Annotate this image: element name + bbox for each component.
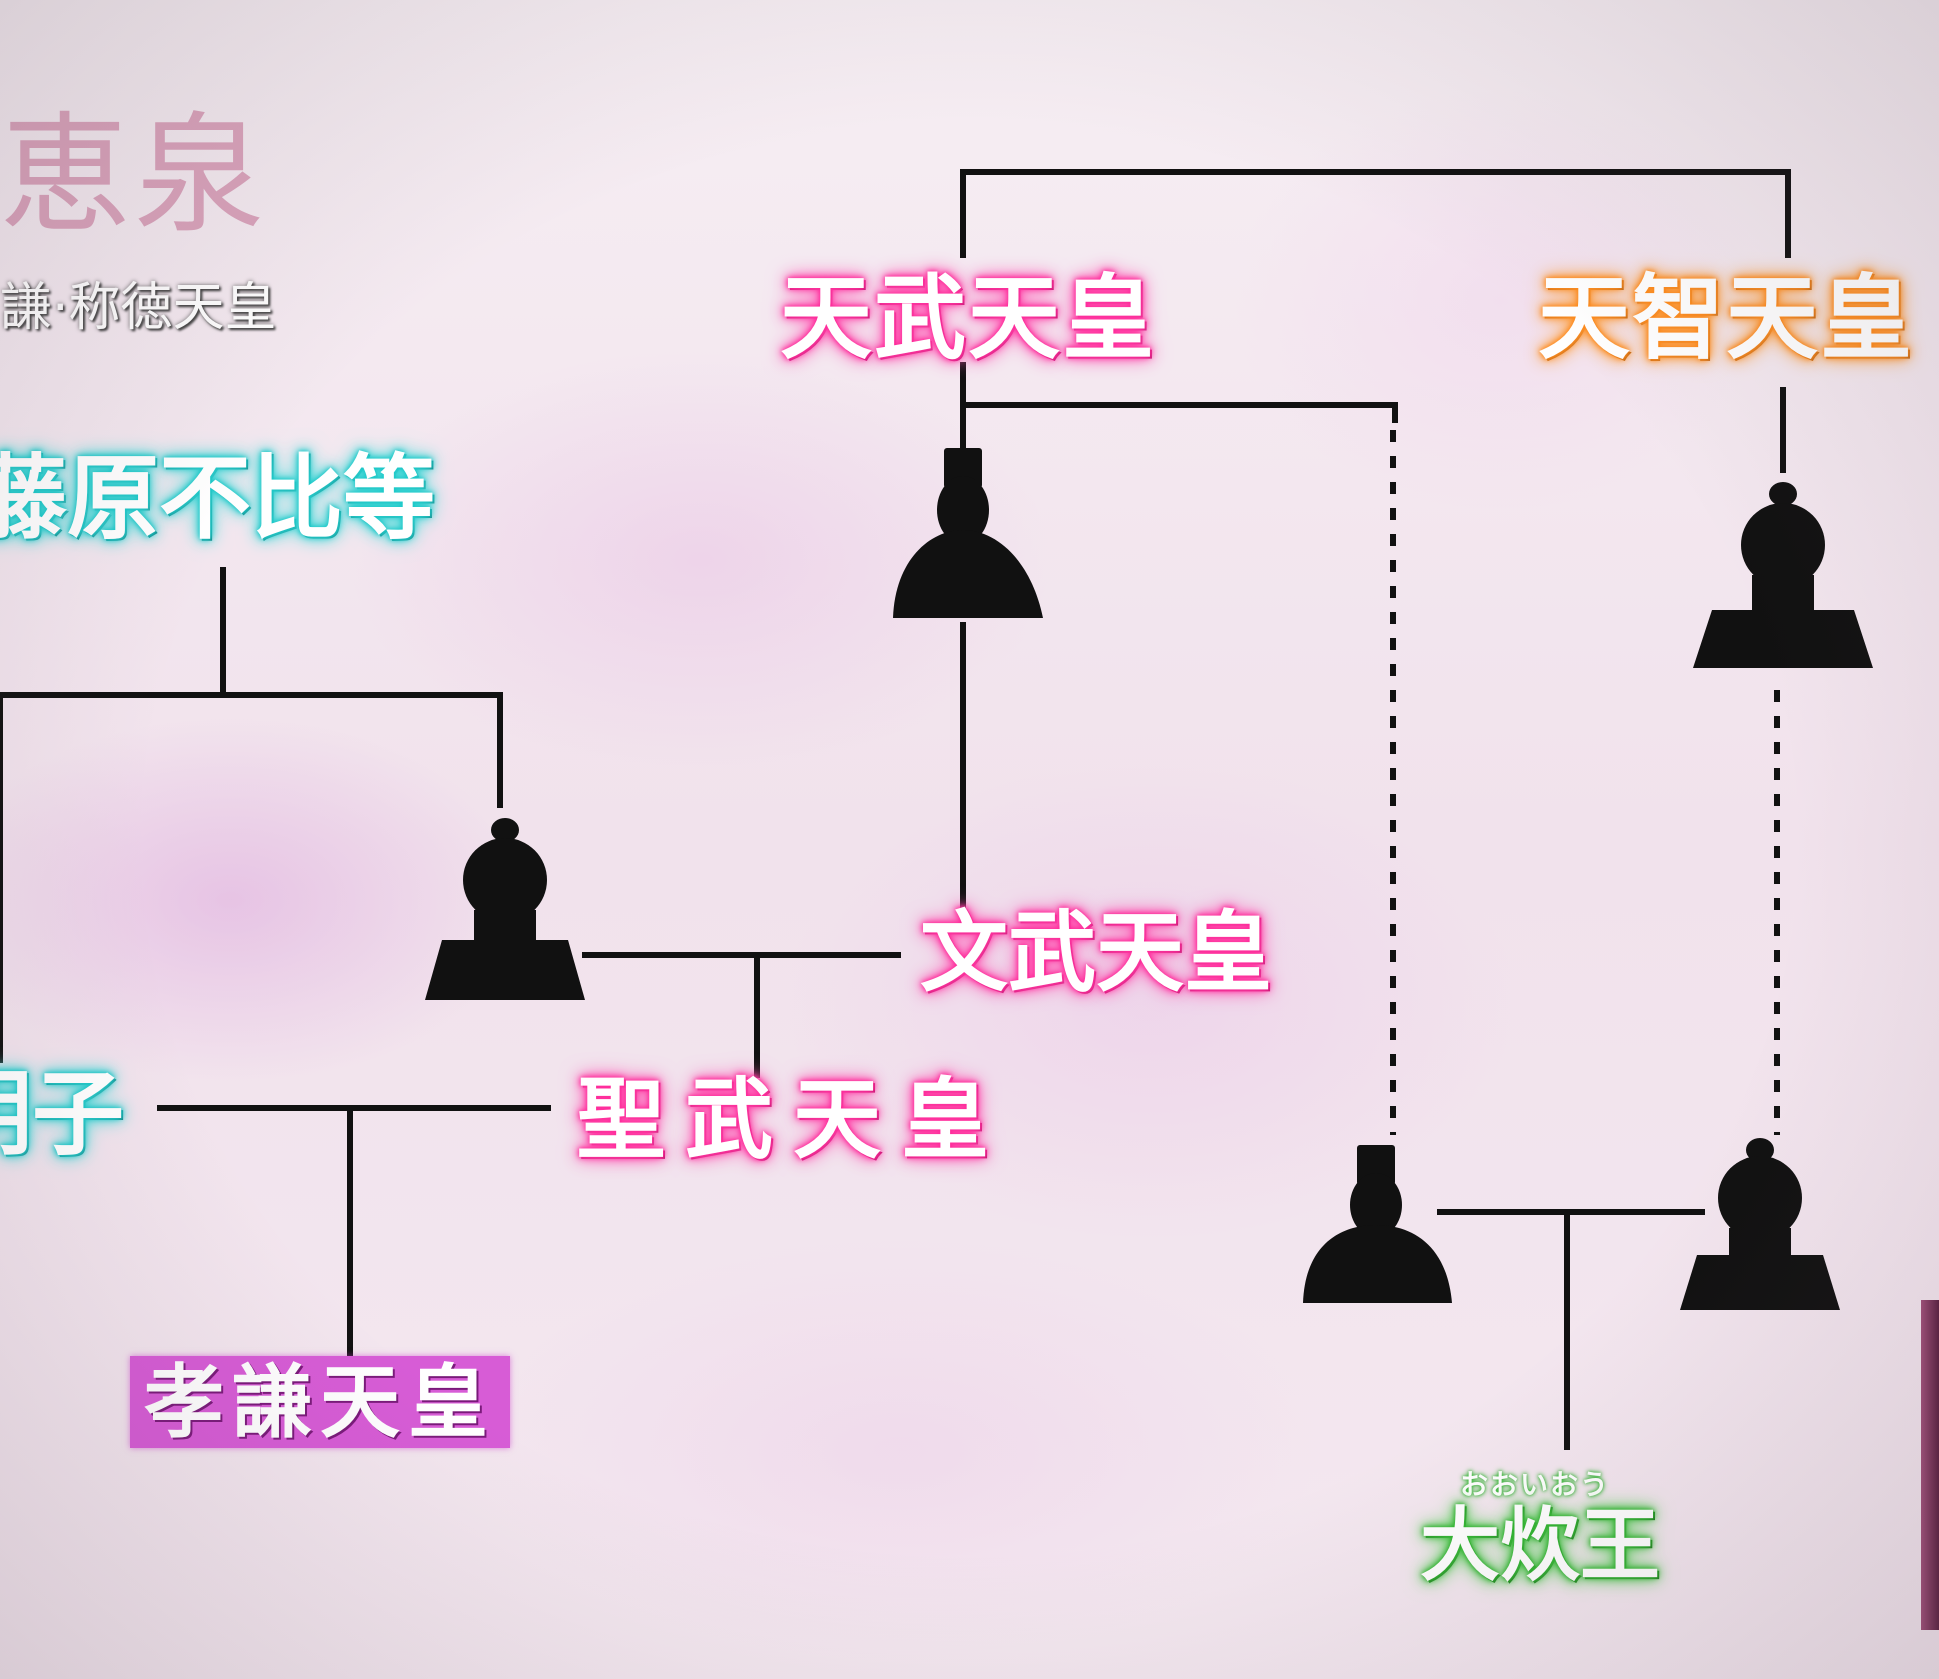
tenmu-tenji-bracket xyxy=(960,169,1791,258)
silhouette-female-1 xyxy=(1693,482,1873,668)
silhouette-male-1 xyxy=(893,448,1043,618)
episode-subtitle: 謙·称徳天皇 xyxy=(0,278,277,338)
label-koken: 孝謙天皇 xyxy=(130,1356,510,1448)
label-komyo: 明子 xyxy=(0,1060,125,1168)
label-oinoo: 大炊王 xyxy=(1420,1498,1660,1592)
edge-figure xyxy=(1921,1300,1939,1630)
program-logo: 恵泉 xyxy=(0,99,269,251)
label-tenji: 天智天皇 xyxy=(1538,264,1915,372)
label-shomu: 聖武天皇 xyxy=(577,1067,1010,1171)
fuhito-branch xyxy=(0,692,503,808)
label-monmu: 文武天皇 xyxy=(920,900,1273,1004)
silhouette-male-2 xyxy=(1303,1145,1452,1303)
silhouette-female-2 xyxy=(425,818,585,1000)
ruby-oinoo: おおいおう xyxy=(1460,1468,1611,1501)
label-fuhito: 藤原不比等 xyxy=(0,444,436,552)
tenmu-branch-right xyxy=(960,402,1398,423)
label-tenmu: 天武天皇 xyxy=(780,264,1157,372)
silhouette-female-3 xyxy=(1680,1138,1840,1310)
